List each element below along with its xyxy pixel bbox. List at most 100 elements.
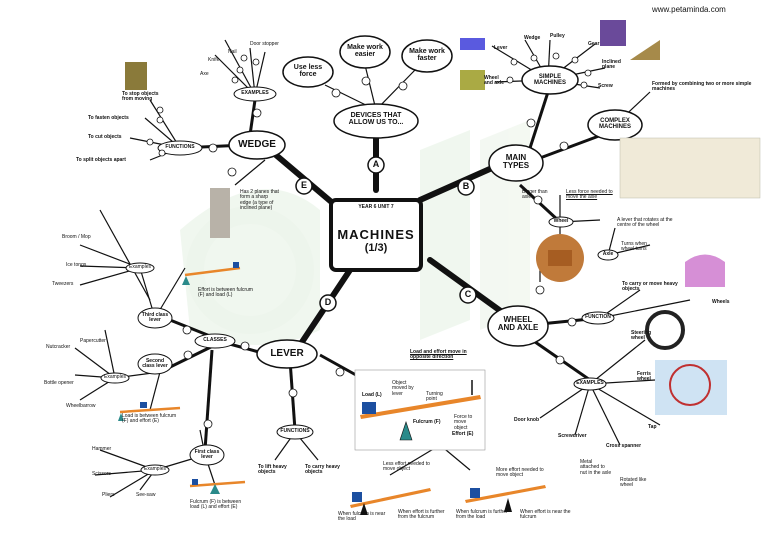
d-second-class: Second class lever bbox=[140, 359, 170, 370]
c-bigger-than-axle: Bigger than axle bbox=[522, 190, 552, 201]
d-force: Force to move object bbox=[454, 415, 480, 431]
e-nail: Nail bbox=[228, 50, 237, 55]
c-steering-wheel: Steering wheel bbox=[631, 331, 661, 342]
lever-diagram-far-load bbox=[465, 485, 546, 512]
b-wheel-and-axle: Wheel and axle bbox=[484, 76, 508, 87]
lever-diagram-main bbox=[355, 370, 485, 450]
a-make-work-faster: Make work faster bbox=[405, 48, 449, 63]
d-less-effort: Less effort needed to move object bbox=[383, 462, 433, 473]
d-second-desc: Load is between fulcrum (F) and effort (… bbox=[122, 414, 182, 425]
d-wheelbarrow: Wheelbarrow bbox=[66, 404, 95, 409]
c-wheel: Wheel bbox=[554, 219, 569, 224]
d-tweezers: Tweezers bbox=[52, 282, 73, 287]
gear-picture bbox=[600, 20, 626, 46]
d-effort: Effort (E) bbox=[452, 432, 473, 437]
d-second-examples: Examples bbox=[104, 375, 126, 380]
e-axe: Axe bbox=[200, 72, 209, 77]
c-rotates: A lever that rotates at the centre of th… bbox=[617, 218, 677, 229]
e-split: To split objects apart bbox=[76, 158, 126, 163]
center-subtitle: (1/3) bbox=[365, 243, 388, 255]
e-fasten: To fasten objects bbox=[88, 116, 129, 121]
b-screw: Screw bbox=[598, 84, 613, 89]
b-inclined-plane: Inclined plane bbox=[602, 60, 630, 71]
c-screwdriver: Screwdriver bbox=[558, 434, 587, 439]
d-third-desc: Effort is between fulcrum (F) and load (… bbox=[198, 288, 258, 299]
c-door-knob: Door knob bbox=[514, 418, 539, 423]
b-lever: Lever bbox=[494, 46, 507, 51]
lever-picture bbox=[460, 38, 485, 50]
letter-a: A bbox=[373, 160, 380, 169]
c-wheels: Wheels bbox=[712, 300, 730, 305]
c-tap: Tap bbox=[648, 425, 657, 430]
d-functions: FUNCTIONS bbox=[280, 429, 309, 434]
e-title: WEDGE bbox=[238, 140, 276, 151]
d-nutcracker: Nutcracker bbox=[46, 345, 70, 350]
b-gear: Gear bbox=[588, 42, 599, 47]
d-first-class: First class lever bbox=[192, 450, 222, 461]
e-cut: To cut objects bbox=[88, 135, 122, 140]
complex-machines-picture bbox=[620, 138, 760, 198]
d-ice-tongs: Ice tongs bbox=[66, 263, 86, 268]
inclined-plane-picture bbox=[630, 40, 660, 60]
c-axle: Axle bbox=[603, 252, 614, 257]
steering-wheel-picture bbox=[647, 312, 683, 348]
letter-e: E bbox=[301, 181, 307, 190]
c-examples: EXAMPLES bbox=[576, 381, 604, 386]
c-cross-spanner: Cross spanner bbox=[606, 444, 641, 449]
c-rotated: Rotated like wheel bbox=[620, 478, 652, 489]
e-functions: FUNCTIONS bbox=[165, 145, 194, 150]
c-metal: Metal attached to nut in the axle bbox=[580, 460, 612, 476]
b-pulley: Pulley bbox=[550, 34, 565, 39]
d-bottle-opener: Bottle opener bbox=[44, 381, 74, 386]
c-turns: Turns when wheel turns bbox=[621, 242, 661, 253]
d-near-load: When fulcrum is near the load bbox=[338, 512, 388, 523]
door-stop-picture bbox=[125, 62, 147, 90]
wheel-and-axle-picture bbox=[460, 70, 485, 90]
b-title: MAIN TYPES bbox=[493, 154, 539, 171]
ferris-wheel-picture bbox=[655, 360, 727, 415]
b-wedge: Wedge bbox=[524, 36, 540, 41]
center-tag: YEAR 6 UNIT 7 bbox=[358, 205, 393, 210]
d-load-effort: Load and effort move in opposite directi… bbox=[410, 350, 482, 361]
center-title: MACHINES bbox=[337, 228, 414, 242]
letter-b: B bbox=[463, 182, 470, 191]
c-function: FUNCTION bbox=[585, 315, 611, 320]
letter-c: C bbox=[465, 290, 472, 299]
d-first-examples: Examples bbox=[144, 467, 166, 472]
d-pliers: Pliers bbox=[102, 493, 115, 498]
c-title: WHEEL AND AXLE bbox=[495, 316, 541, 333]
d-further: When effort is further from the fulcrum bbox=[398, 510, 450, 521]
b-complex-machines: COMPLEX MACHINES bbox=[591, 118, 639, 131]
d-title: LEVER bbox=[270, 349, 303, 360]
a-make-work-easier: Make work easier bbox=[343, 44, 387, 59]
d-object: Object moved by lever bbox=[392, 381, 420, 397]
d-first-desc: Fulcrum (F) is between load (L) and effo… bbox=[190, 500, 250, 511]
e-door-stopper: Door stopper bbox=[250, 42, 279, 47]
e-stop: To stop objects from moving bbox=[122, 92, 164, 103]
d-classes: CLASSES bbox=[203, 338, 227, 343]
d-third-examples: Examples bbox=[129, 265, 151, 270]
e-knife: Knife bbox=[208, 58, 219, 63]
c-ferris-wheel: Ferris wheel bbox=[637, 372, 661, 383]
a-use-less-force: Use less force bbox=[287, 64, 329, 79]
e-desc: Has 2 planes that form a sharp edge (a t… bbox=[240, 190, 280, 211]
c-function-text: To carry or move heavy objects bbox=[622, 282, 684, 293]
c-less-force: Less force needed to move the axle bbox=[566, 190, 614, 201]
d-scissors: Scissors bbox=[92, 472, 111, 477]
d-carry: To carry heavy objects bbox=[305, 465, 345, 476]
site-url[interactable]: www.petaminda.com bbox=[652, 6, 726, 14]
d-load: Load (L) bbox=[362, 393, 382, 398]
a-title: DEVICES THAT ALLOW US TO... bbox=[339, 112, 413, 127]
letter-d: D bbox=[325, 298, 332, 307]
d-turning: Turning point bbox=[426, 392, 452, 403]
d-further-load: When fulcrum is further from the load bbox=[456, 510, 508, 521]
b-complex-def: Formed by combining two or more simple m… bbox=[652, 82, 752, 93]
d-fulcrum: Fulcrum (F) bbox=[413, 420, 441, 425]
e-examples: EXAMPLES bbox=[241, 91, 269, 96]
d-seesaw: See-saw bbox=[136, 493, 155, 498]
elephant-picture bbox=[685, 255, 725, 288]
d-lift: To lift heavy objects bbox=[258, 465, 294, 476]
d-third-class: Third class lever bbox=[140, 313, 170, 324]
d-more-effort: More effort needed to move object bbox=[496, 468, 548, 479]
